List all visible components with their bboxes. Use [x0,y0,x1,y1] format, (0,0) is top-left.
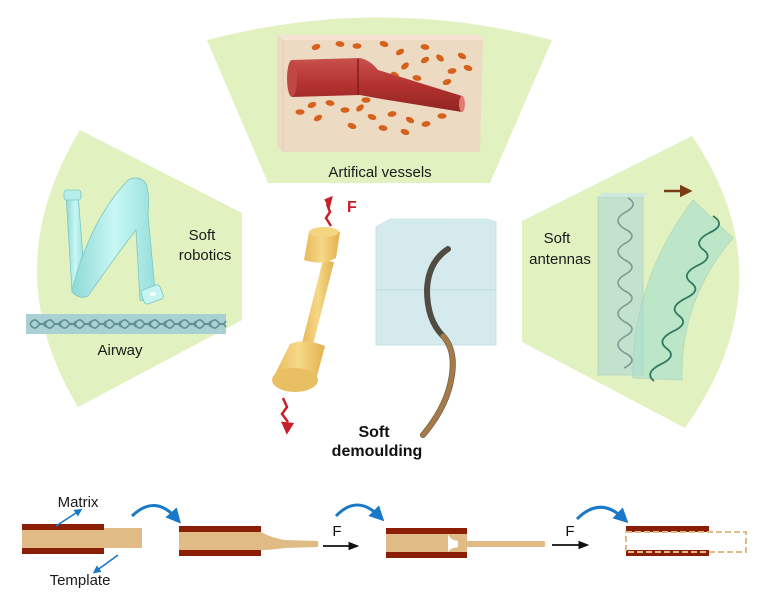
step-arrow-1 [130,504,181,524]
soft-robot-helix [63,177,164,305]
blood-cell [340,107,350,113]
braid-segment [59,319,77,329]
step-4 [625,526,747,556]
braid-segment [29,319,47,329]
label-matrix: Matrix [58,494,99,511]
force-label-2: F [565,523,574,540]
braid-segment [44,319,62,329]
label-antennas: antennas [529,251,591,268]
blood-cell [387,111,397,117]
step-arrow-2 [334,503,385,522]
blood-cell [347,122,357,130]
label-artificial-vessels: Artifical vessels [328,164,431,181]
blood-cell [367,113,377,121]
airway-braid [26,314,227,334]
blood-cell [313,114,323,122]
force-label-1: F [332,523,341,540]
braid-segment [74,319,92,329]
panel-artificial-vessels: Artifical vessels [207,17,552,183]
label-soft: Soft [544,230,572,247]
blood-cells [295,40,473,136]
panel-soft-robotics: Soft robotics Airway [26,130,242,407]
step-2 [179,526,318,556]
blood-cell [447,68,457,74]
blood-cell [421,121,431,127]
blood-cell [311,43,321,51]
label-template: Template [50,572,111,589]
matrix-pointer [55,508,83,527]
dumbbell-specimen [272,227,340,392]
label-soft-demoulding-1: Soft [358,424,390,441]
braid-segment [209,319,227,329]
coil-bent [649,215,720,382]
force-arrow-bottom [280,397,295,435]
braid-segment [164,319,182,329]
coil-straight [617,197,634,369]
label-soft-demoulding-2: demoulding [332,443,423,460]
label-airway: Airway [97,342,143,359]
braid-segment [134,319,152,329]
blood-cell [405,116,415,124]
blood-cell [307,101,317,109]
braid-segment [179,319,197,329]
blood-cell [335,41,345,47]
braid-segment [119,319,137,329]
center-illustration: F Soft demoulding [272,195,497,460]
label-soft: Soft [189,227,217,244]
blood-cell [395,48,405,56]
blood-cell [463,64,473,72]
blood-cell [442,78,452,86]
blood-cell [400,128,410,136]
blood-cell [378,125,388,131]
braid-segment [104,319,122,329]
blood-cell [420,44,430,50]
step-3 [386,528,545,558]
step-arrow-3 [575,505,629,524]
mould-box [375,218,497,346]
template-pointer [92,554,119,574]
force-arrow-top [324,195,333,227]
blood-cell [412,75,422,81]
blood-cell [436,54,444,62]
blood-cell [401,62,409,70]
blood-cell [325,100,335,106]
blood-cell [379,40,389,48]
blood-cell [437,113,447,119]
blood-cell [457,52,467,60]
blood-cell [420,56,430,64]
panel-soft-antennas: Soft antennas [522,136,740,428]
blood-cell [352,43,362,49]
antenna-bent [632,199,734,382]
process-diagram: Matrix Template F F [22,494,747,589]
blood-cell [361,97,371,103]
braid-segment [194,319,212,329]
blood-cell [295,109,305,115]
vessel-tube [287,58,465,112]
braid-segment [89,319,107,329]
force-label: F [347,199,357,216]
blood-cell [356,104,364,112]
step-1 [22,524,142,554]
braid-segment [149,319,167,329]
label-robotics: robotics [179,247,232,264]
template-fiber-exposed [420,333,456,438]
